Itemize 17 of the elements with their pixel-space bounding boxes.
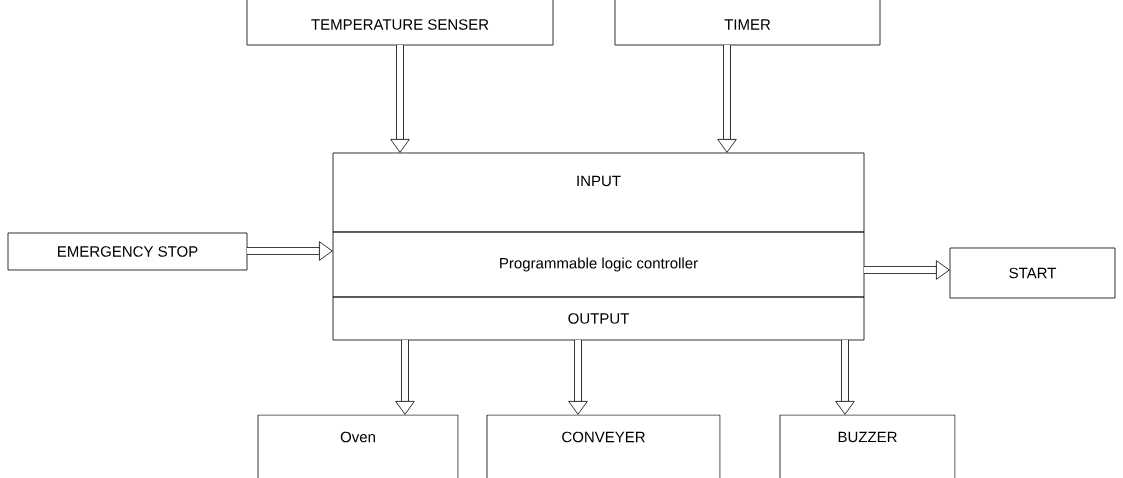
label-box: Oven	[257, 414, 459, 478]
controller-section: Programmable logic controller	[332, 231, 865, 298]
label-box: EMERGENCY STOP	[7, 232, 248, 271]
controller-section: INPUT	[332, 152, 865, 233]
hollow-arrow	[568, 340, 588, 415]
label-box: BUZZER	[779, 414, 956, 478]
label-box: TIMER	[614, 0, 881, 46]
hollow-arrow	[835, 340, 855, 415]
label-box: CONVEYER	[486, 414, 721, 478]
controller-section: OUTPUT	[332, 296, 865, 341]
hollow-arrow	[390, 45, 410, 153]
hollow-arrow	[864, 260, 950, 280]
label-box: START	[949, 247, 1116, 299]
hollow-arrow	[717, 45, 737, 153]
hollow-arrow	[395, 340, 415, 415]
label-box: TEMPERATURE SENSER	[246, 0, 554, 46]
hollow-arrow	[247, 241, 333, 261]
